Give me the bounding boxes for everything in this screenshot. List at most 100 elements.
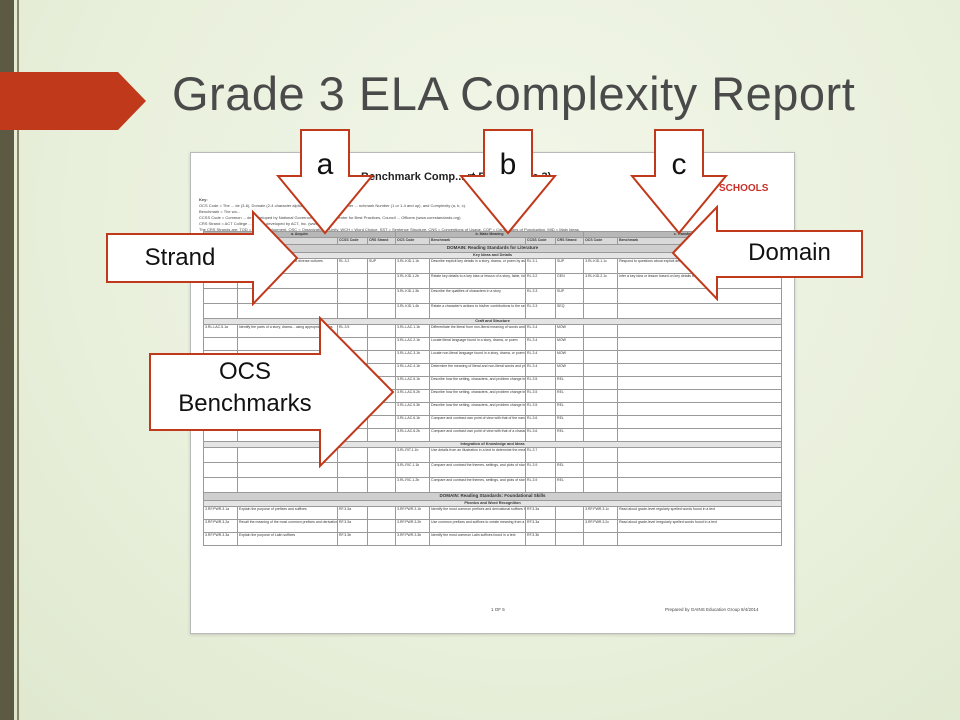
table-cell: SUP [555, 288, 585, 304]
table-cell: Compare and contrast own point of view w… [429, 428, 527, 442]
table-cell [583, 389, 619, 403]
right-arrow-shape [149, 316, 395, 468]
table-cell: Describe explicit key details in a story… [429, 258, 527, 274]
slide-left-border [0, 0, 14, 720]
left-arrow-shape [671, 205, 863, 301]
table-cell: Compare and contrast the themes, setting… [429, 477, 527, 493]
table-cell: 3.RL.KID.1.3b [395, 288, 431, 304]
table-cell [617, 428, 783, 442]
table-cell: REL [555, 428, 585, 442]
table-cell: RL.3.6 [525, 415, 557, 429]
table-cell: MOW [555, 337, 585, 351]
complexity-table: a. Acquire b. Make Meaning c. Transfer B… [202, 231, 783, 546]
table-cell [617, 389, 783, 403]
down-arrow-shape [276, 129, 374, 235]
column-header: OCS Code [395, 237, 431, 245]
table-cell: 3.RL.LAC.4.1b [395, 363, 431, 377]
table-cell: 3.RF.PWR.3.2c [583, 519, 619, 533]
table-cell [583, 415, 619, 429]
table-cell: RL.3.4 [525, 363, 557, 377]
table-cell [366, 288, 397, 304]
table-cell: RL.3.4 [525, 324, 557, 338]
table-cell: 3.RF.PWR.3.1b [395, 506, 431, 520]
table-cell: 3.RF.PWR.3.2b [395, 519, 431, 533]
table-cell: 3.RL.RIT.1.1b [395, 447, 431, 463]
table-cell: Identify the most common prefixes and de… [429, 506, 527, 520]
key-line: The CRS Strands are: TOD = Topic Develop… [199, 227, 580, 232]
table-cell: Locate non-literal language found in a s… [429, 350, 527, 364]
table-cell [366, 477, 397, 493]
table-cell: 3.RF.PWR.3.1c [583, 506, 619, 520]
table-cell: Compare and contrast the themes, setting… [429, 462, 527, 478]
table-cell: RL.3.6 [525, 428, 557, 442]
table-cell [555, 532, 585, 546]
table-cell: 3.RL.LAC.6.2b [395, 428, 431, 442]
callout-c-label: c [671, 148, 687, 181]
table-cell: 3.RF.PWR.3.1a [203, 506, 238, 520]
table-cell: Explain the purpose of prefixes and suff… [237, 506, 338, 520]
table-cell [583, 428, 619, 442]
callout-a-label: a [316, 148, 334, 181]
table-cell: SUP [366, 258, 397, 274]
key-label: Key: [199, 197, 208, 202]
table-cell: 3.RL.LAC.3.1b [395, 350, 431, 364]
table-cell: REL [555, 477, 585, 493]
table-cell [617, 350, 783, 364]
table-cell [583, 447, 619, 463]
table-cell: MOW [555, 350, 585, 364]
table-cell: RL.3.2 [525, 273, 557, 289]
table-cell [555, 447, 585, 463]
report-document-image: Benchmark Comp... rt ELA (Grade 3) SCHOO… [190, 152, 795, 634]
table-cell: 3.RF.PWR.3.3a [203, 532, 238, 546]
column-header: CRS Strand [555, 237, 585, 245]
table-cell: 3.RL.KID.1.1c [583, 258, 619, 274]
table-cell [583, 532, 619, 546]
table-cell: Determine the meaning of literal and non… [429, 363, 527, 377]
table-cell: Read aloud grade-level regularly spelled… [617, 506, 783, 520]
table-cell [617, 363, 783, 377]
table-cell [617, 324, 783, 338]
table-cell: RL.3.9 [525, 477, 557, 493]
table-cell: RL.3.5 [525, 389, 557, 403]
column-header: CCSS Code [337, 237, 368, 245]
table-cell [366, 506, 397, 520]
document-brand: SCHOOLS [719, 183, 769, 194]
table-cell [555, 506, 585, 520]
table-cell: SEQ [555, 303, 585, 319]
table-cell: 3.RF.PWR.3.3b [395, 532, 431, 546]
table-cell: 3.RL.KID.1.4b [395, 303, 431, 319]
table-cell [583, 363, 619, 377]
right-arrow-shape [106, 210, 299, 306]
table-cell: RL.3.7 [525, 447, 557, 463]
table-cell: Use details from an illustration in a te… [429, 447, 527, 463]
table-cell [583, 402, 619, 416]
table-cell [617, 447, 783, 463]
table-cell: 3.RL.KID.2.1c [583, 273, 619, 289]
callout-domain-label: Domain [748, 239, 831, 266]
table-cell: SUP [555, 258, 585, 274]
table-cell [203, 477, 238, 493]
table-cell [617, 376, 783, 390]
table-cell: Explain the purpose of Latin suffixes [237, 532, 338, 546]
table-cell: MOW [555, 363, 585, 377]
table-cell: RL.3.3 [525, 288, 557, 304]
callout-ocs-label: OCS Benchmarks [150, 356, 340, 420]
callout-b-label: b [499, 148, 517, 181]
table-cell: REL [555, 415, 585, 429]
down-arrow-shape [630, 129, 728, 235]
table-cell: Locate literal language found in a story… [429, 337, 527, 351]
down-arrow-shape [459, 129, 557, 235]
table-cell: RL.3.4 [525, 337, 557, 351]
callout-ocs-line1: OCS [218, 358, 271, 385]
table-cell [583, 462, 619, 478]
callout-strand-label: Strand [144, 244, 216, 271]
table-cell [617, 337, 783, 351]
table-cell: RL.3.5 [525, 402, 557, 416]
column-header: OCS Code [583, 237, 619, 245]
table-cell [617, 477, 783, 493]
callout-ocs-benchmarks: OCS Benchmarks [148, 316, 396, 468]
table-cell: Describe the qualities of characters in … [429, 288, 527, 304]
